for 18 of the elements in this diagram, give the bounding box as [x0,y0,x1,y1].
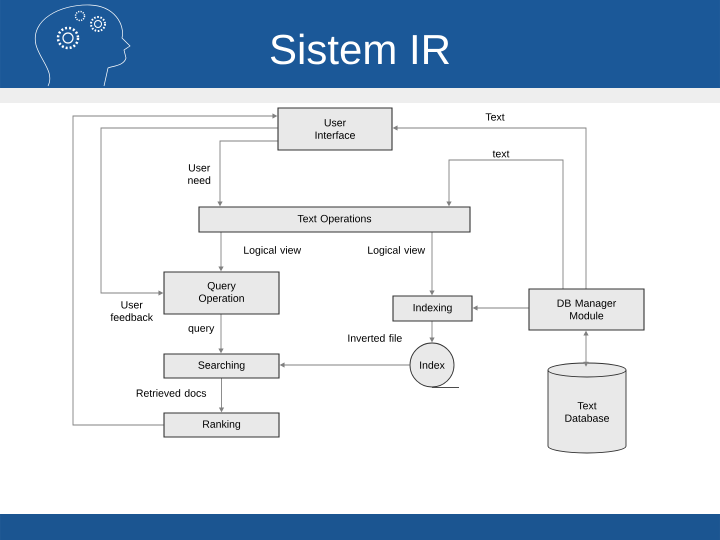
edge-label: User feedback [110,301,153,322]
edge-label: Logical view [244,246,302,256]
process-box: Searching [163,353,280,379]
title: Sistem IR [270,34,450,64]
process-box: Ranking [163,412,280,438]
database-cylinder: Text Database [548,362,626,454]
edge-label: text [492,150,510,158]
edge-label: Inverted file [348,334,402,342]
edge-label: Retrieved docs [136,389,206,397]
edge-label: User need [188,164,210,184]
edge-label: Logical view [368,246,426,256]
process-box: Indexing [392,295,473,322]
edge-label: query [188,326,214,334]
edge-label: Text [486,113,505,121]
process-box: Query Operation [163,271,280,315]
process-box: DB Manager Module [528,288,645,331]
process-box: Text Operations [198,206,471,233]
process-box: User Interface [277,107,393,151]
